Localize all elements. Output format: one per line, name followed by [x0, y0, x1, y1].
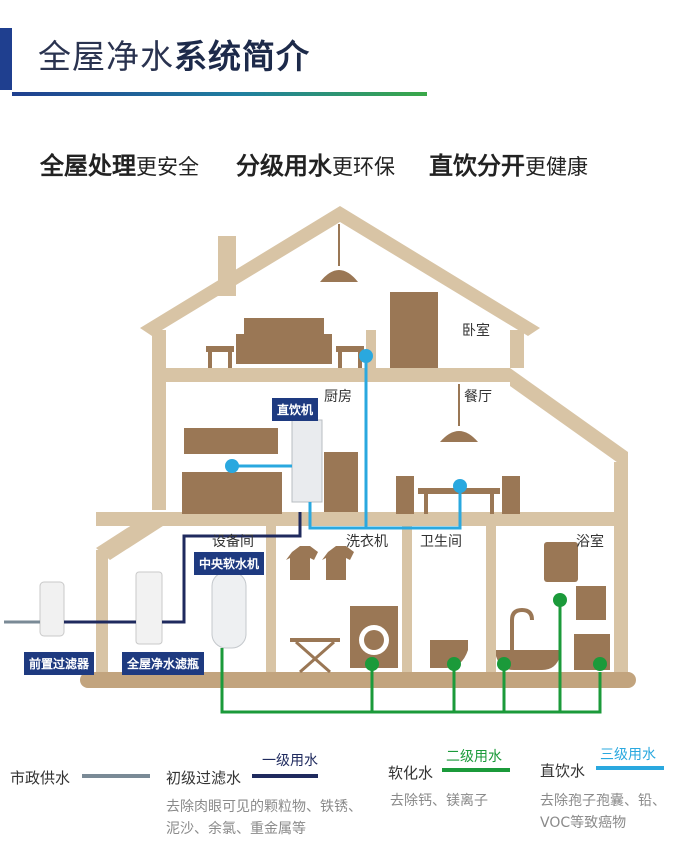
central-softener-icon [211, 571, 247, 649]
legend-drinking-tier: 三级用水 [600, 747, 656, 763]
node-softened [365, 657, 379, 671]
legend-softened-tier: 二级用水 [446, 749, 502, 765]
ground-floor [80, 672, 636, 688]
badge-central-softener: 中央软水机 [194, 552, 265, 575]
title-underline [12, 92, 427, 96]
pendant-lamp-icon [320, 270, 358, 282]
bathtub-icon [496, 650, 560, 670]
legend-primary-tier: 一级用水 [262, 753, 318, 769]
room-bathroom: 浴室 [576, 534, 604, 550]
node-drinking [225, 459, 239, 473]
dining-lamp-icon [440, 431, 478, 442]
room-dining: 餐厅 [464, 389, 492, 405]
furniture [182, 224, 610, 674]
kitchen-counter-icon [182, 472, 282, 514]
node-drinking [453, 479, 467, 493]
chair-icon [396, 476, 414, 514]
water-heater-icon [544, 542, 578, 582]
pipe-primary-2 [162, 512, 302, 624]
devices [39, 419, 323, 649]
node-softened [497, 657, 511, 671]
pipe-softened [220, 648, 602, 714]
pipe-nodes [225, 349, 607, 671]
page-title: 全屋净水系统简介 [38, 37, 310, 76]
lamp-cord [338, 224, 340, 266]
wardrobe-icon [390, 292, 438, 368]
pre-filter-icon [39, 581, 65, 637]
badge-direct-drink: 直饮机 [272, 398, 319, 421]
bed-headboard [244, 318, 324, 334]
tagline-2: 分级用水更环保 [236, 152, 395, 180]
room-toilet: 卫生间 [420, 534, 462, 550]
pipe-drinking-dining [308, 486, 462, 530]
legend-drinking-label: 直饮水 [540, 762, 586, 780]
legend-primary-label: 初级过滤水 [166, 769, 242, 787]
legend-primary-desc: 去除肉眼可见的颗粒物、铁锈、 泥沙、余氯、重金属等 [166, 799, 362, 837]
node-softened [447, 657, 461, 671]
room-equipment: 设备间 [212, 534, 254, 550]
node-softened [553, 593, 567, 607]
tagline-1: 全屋处理更安全 [40, 152, 199, 180]
legend-municipal-label: 市政供水 [10, 769, 71, 787]
nightstand-icon [206, 346, 234, 352]
wall-cabinet-icon [184, 428, 278, 454]
mirror-icon [576, 586, 606, 620]
fridge-icon [324, 452, 358, 512]
room-kitchen: 厨房 [324, 389, 352, 405]
shirt-icon [286, 546, 318, 580]
pipe-softened-branches [370, 600, 562, 712]
legend-softened-label: 软化水 [388, 764, 434, 782]
node-drinking [359, 349, 373, 363]
legend-drinking-desc: 去除孢子孢囊、铅、 VOC等致癌物 [540, 793, 666, 831]
badge-pre-filter: 前置过滤器 [24, 652, 95, 675]
room-bedroom: 卧室 [462, 323, 490, 339]
title-accent-bar [0, 28, 12, 90]
direct-drink-machine-icon [291, 419, 323, 503]
legend-softened-desc: 去除钙、镁离子 [390, 793, 488, 809]
house-structure [96, 206, 628, 672]
node-softened [593, 657, 607, 671]
tagline-3: 直饮分开更健康 [429, 152, 588, 180]
whole-house-filter-icon [135, 571, 163, 645]
room-laundry: 洗衣机 [346, 534, 388, 550]
badge-whole-house-filter: 全屋净水滤瓶 [122, 652, 205, 675]
bed-icon [236, 334, 332, 364]
drying-rack-icon [295, 640, 335, 674]
